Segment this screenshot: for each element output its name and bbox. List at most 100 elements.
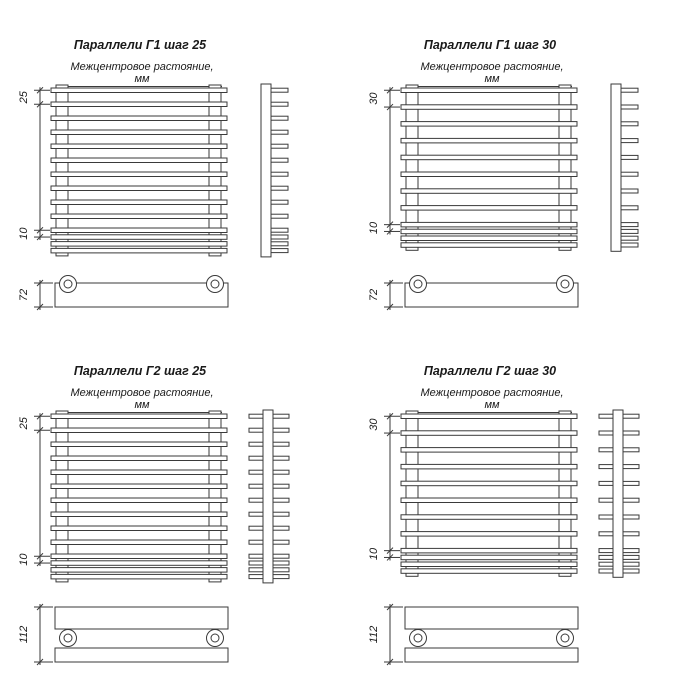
- side-bar-stub: [270, 115, 289, 121]
- dimension-tick: [36, 603, 44, 611]
- side-bar-stub-left: [248, 441, 264, 447]
- radiator-bar: [50, 157, 228, 163]
- side-bar-stub-right: [622, 447, 640, 453]
- side-bar-stub-right: [272, 413, 290, 419]
- side-bar-stub-left: [248, 511, 264, 517]
- side-bar-stub-left: [598, 531, 614, 537]
- radiator-bar: [50, 427, 228, 433]
- radiator-bar: [400, 205, 578, 211]
- side-view: [248, 409, 290, 584]
- panel-title: Параллели Г1 шаг 25: [73, 38, 207, 52]
- dimension-tick: [36, 233, 44, 241]
- pipe-connection-inner: [560, 279, 570, 289]
- dimension-tick: [36, 426, 44, 434]
- side-bar-stub-right: [272, 497, 290, 503]
- side-bar-stub: [620, 222, 639, 228]
- step-dimension-label: 30: [368, 92, 380, 105]
- collector-bottom: [54, 647, 229, 663]
- side-bar-stub: [270, 157, 289, 163]
- radiator-bar: [50, 413, 228, 419]
- radiator-bar: [50, 247, 228, 254]
- dimension-tick: [386, 303, 394, 311]
- dimension-tick: [36, 100, 44, 108]
- panel-title: Параллели Г2 шаг 25: [73, 364, 207, 378]
- radiator-bar: [50, 227, 228, 233]
- radiator-bar: [400, 480, 578, 487]
- side-bar-stub: [270, 143, 289, 149]
- side-bar-stub-left: [248, 539, 264, 545]
- side-bar-stub-right: [272, 427, 290, 433]
- side-bar-stub-right: [622, 548, 640, 554]
- radiator-bar: [50, 511, 228, 517]
- side-bar-stub: [620, 242, 639, 248]
- side-bar-stub: [270, 87, 289, 93]
- radiator-bar: [400, 463, 578, 470]
- pipe-connection-inner: [413, 279, 423, 289]
- base-height-dimension-label: 72: [368, 289, 380, 301]
- side-bar-stub-right: [272, 567, 290, 573]
- dimension-tick: [36, 552, 44, 560]
- radiator-bar: [400, 554, 578, 561]
- left-rail: [55, 410, 69, 583]
- side-bar-stub-right: [622, 430, 640, 436]
- radiator-bar: [400, 104, 578, 110]
- side-bar-stub-right: [272, 539, 290, 545]
- radiator-bar: [50, 185, 228, 191]
- side-bar-stub: [620, 121, 639, 127]
- radiator-bar: [400, 221, 578, 228]
- side-bar-stub-left: [248, 427, 264, 433]
- step-dimension-label: 25: [18, 90, 30, 104]
- side-bar-stub-left: [248, 574, 264, 580]
- side-view: [598, 409, 640, 578]
- panel-title: Параллели Г1 шаг 30: [423, 38, 557, 52]
- dimension-tick: [386, 221, 394, 229]
- radiator-bar: [50, 553, 228, 559]
- radiator-bar: [400, 171, 578, 177]
- side-bar-stub: [270, 234, 289, 240]
- side-rail: [262, 409, 274, 584]
- panel-g1-step30: Параллели Г1 шаг 30 Межцентровое растоян…: [350, 0, 700, 374]
- radiator-bar: [400, 188, 578, 194]
- collector-body: [404, 282, 579, 308]
- side-bar-stub-left: [248, 560, 264, 566]
- radiator-bar: [50, 241, 228, 247]
- dimension-tick: [386, 429, 394, 437]
- panel-title: Параллели Г2 шаг 30: [423, 364, 557, 378]
- side-bar-stub: [270, 101, 289, 107]
- radiator-bar: [50, 234, 228, 240]
- radiator-bar: [50, 497, 228, 503]
- side-bar-stub: [620, 104, 639, 110]
- side-bar-stub-right: [272, 441, 290, 447]
- side-rail: [612, 409, 624, 578]
- side-bar-stub-left: [248, 469, 264, 475]
- side-bar-stub-left: [598, 568, 614, 574]
- dimension-tick: [386, 412, 394, 420]
- side-bar-stub: [620, 228, 639, 234]
- collector: [54, 606, 229, 663]
- radiator-bar: [50, 525, 228, 531]
- front-view: [50, 410, 228, 583]
- side-bar-stub-right: [272, 455, 290, 461]
- radiator-bar: [50, 560, 228, 566]
- dimension-tick: [386, 603, 394, 611]
- panel-g2-step25: Параллели Г2 шаг 25 Межцентровое растоян…: [0, 326, 350, 700]
- pipe-connection-inner: [210, 279, 220, 289]
- radiator-bar: [50, 143, 228, 149]
- radiator-bar: [400, 430, 578, 436]
- dimension-tick: [36, 279, 44, 287]
- small-step-dimension-label: 10: [18, 553, 30, 566]
- side-view: [260, 83, 289, 258]
- center-distance-label: Межцентровое растояние, мм: [412, 387, 572, 413]
- panel-g1-step25: Параллели Г1 шаг 25 Межцентровое растоян…: [0, 0, 350, 374]
- side-bar-stub-left: [248, 455, 264, 461]
- side-view: [610, 83, 639, 252]
- dimension-tick: [386, 658, 394, 666]
- center-distance-label: Межцентровое растояние, мм: [62, 61, 222, 87]
- side-bar-stub: [270, 199, 289, 205]
- side-bar-stub-left: [598, 514, 614, 520]
- side-bar-stub-left: [248, 525, 264, 531]
